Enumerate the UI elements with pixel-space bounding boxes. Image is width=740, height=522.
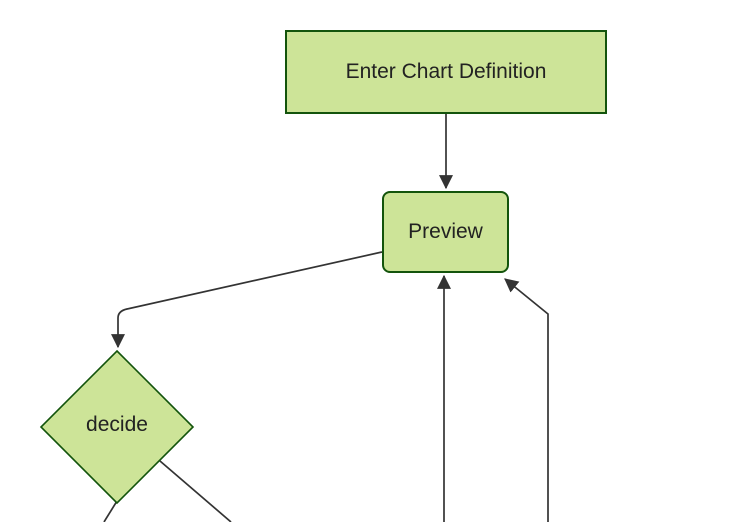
edge-decide-to-offscreen-right bbox=[159, 460, 232, 522]
edge-decide-to-offscreen-left bbox=[103, 500, 118, 522]
decide-diamond-shape bbox=[39, 349, 195, 505]
node-preview: Preview bbox=[382, 191, 509, 273]
edge-offscreen-to-preview-elbow bbox=[504, 278, 549, 522]
edge-preview-to-decide bbox=[111, 251, 383, 349]
node-enter-chart-definition: Enter Chart Definition bbox=[285, 30, 607, 114]
node-preview-label: Preview bbox=[408, 220, 483, 243]
node-enter-chart-definition-label: Enter Chart Definition bbox=[345, 60, 547, 83]
